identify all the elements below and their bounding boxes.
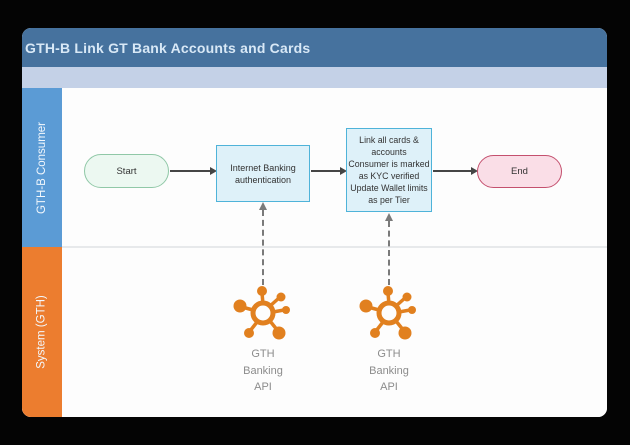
start-node-label: Start xyxy=(116,165,137,177)
lane-consumer: GTH-B Consumer xyxy=(22,88,62,247)
diagram-header: GTH-B Link GT Bank Accounts and Cards xyxy=(22,28,607,67)
lane-system: System (GTH) xyxy=(22,247,62,417)
process-link-cards: Link all cards & accounts Consumer is ma… xyxy=(346,128,432,212)
arrow-up-icon xyxy=(258,202,267,210)
process-internet-banking-auth-label: Internet Banking authentication xyxy=(230,162,296,185)
api-node-1-label: GTH Banking API xyxy=(243,348,283,393)
diagram-canvas: GTH-B Consumer System (GTH) Start Intern… xyxy=(22,88,607,417)
diagram-title: GTH-B Link GT Bank Accounts and Cards xyxy=(25,39,311,56)
lane-consumer-label: GTH-B Consumer xyxy=(36,121,48,214)
start-node: Start xyxy=(84,154,169,188)
api-node-2: GTH Banking API xyxy=(349,280,429,396)
arrow-start-to-auth xyxy=(170,167,217,175)
end-node: End xyxy=(477,155,562,188)
header-substrip xyxy=(22,67,607,88)
lane-divider xyxy=(62,246,607,248)
api-node-2-label: GTH Banking API xyxy=(369,348,409,393)
arrow-link-to-end xyxy=(433,167,478,175)
api-node-1: GTH Banking API xyxy=(223,280,303,396)
diagram-card: GTH-B Link GT Bank Accounts and Cards GT… xyxy=(22,28,607,417)
process-link-cards-label: Link all cards & accounts Consumer is ma… xyxy=(348,135,430,205)
arrow-up-icon xyxy=(384,213,393,221)
arrow-auth-to-link xyxy=(311,167,347,175)
api-network-icon xyxy=(233,286,290,340)
api-network-icon xyxy=(359,286,416,340)
end-node-label: End xyxy=(511,166,528,177)
lane-system-label: System (GTH) xyxy=(36,295,49,369)
process-internet-banking-auth: Internet Banking authentication xyxy=(216,145,310,202)
